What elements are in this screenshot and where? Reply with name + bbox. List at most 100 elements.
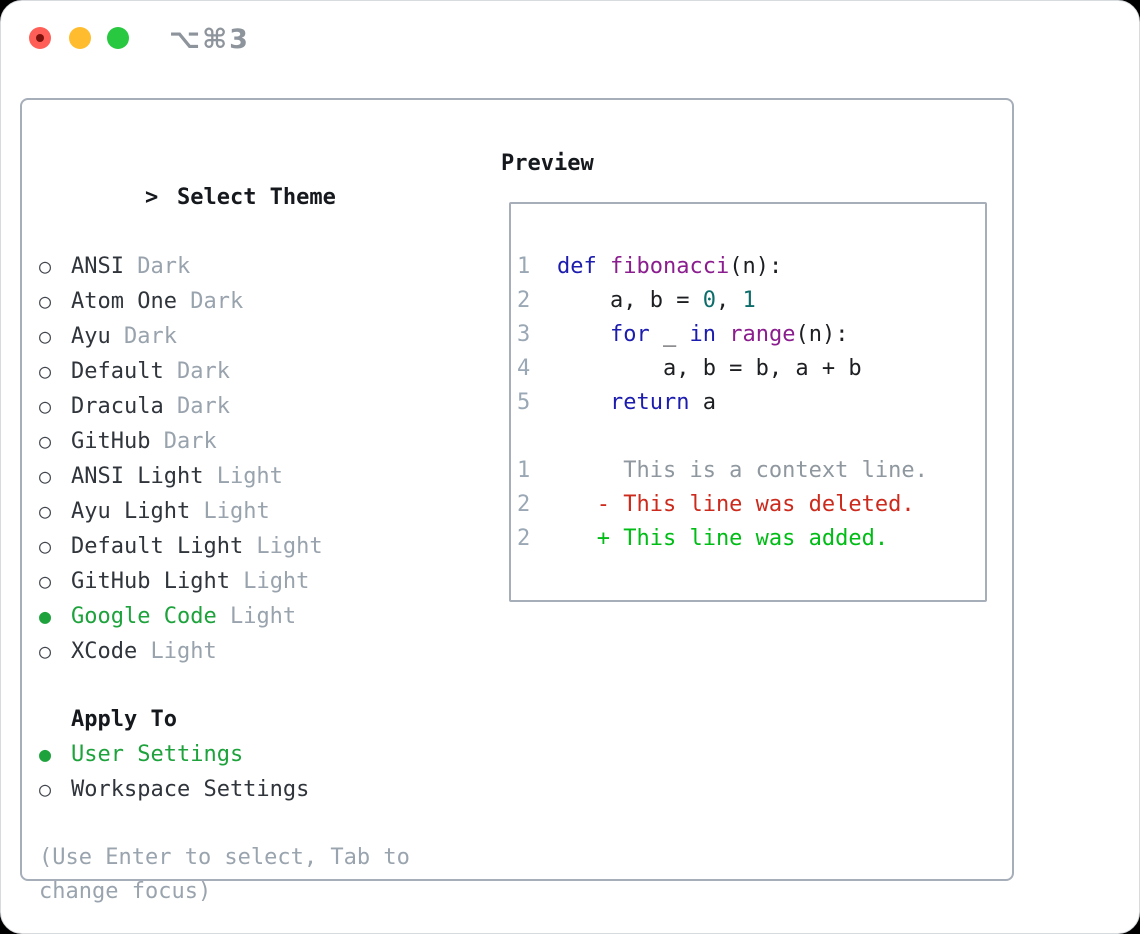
theme-option[interactable]: ○ Atom One Dark [39, 284, 469, 319]
theme-variant: Light [137, 639, 217, 664]
theme-name: GitHub [71, 429, 151, 454]
line-number: 1 [517, 254, 531, 279]
theme-variant: Dark [150, 429, 217, 454]
select-theme-title: >Select Theme [39, 147, 469, 249]
code-line: 1 This is a context line. [517, 454, 985, 488]
code-line-content: a, b = 0, 1 [557, 284, 756, 318]
code-token: fibonacci [610, 254, 730, 279]
radio-icon: ○ [39, 639, 52, 663]
code-line-content: a, b = b, a + b [557, 352, 862, 386]
code-line: 5 return a [517, 386, 985, 420]
line-number: 2 [517, 288, 531, 313]
code-line-content: for _ in range(n): [557, 318, 848, 352]
radio-icon: ○ [39, 777, 52, 801]
theme-name: Dracula [71, 394, 164, 419]
theme-option[interactable]: ○ Ayu Dark [39, 319, 469, 354]
theme-name: Default Light [71, 534, 244, 559]
code-line: 2 + This line was added. [517, 522, 985, 556]
spacer [39, 669, 469, 703]
theme-name: Atom One [71, 289, 177, 314]
code-line-content: - This line was deleted. [557, 488, 915, 522]
zoom-button[interactable] [107, 27, 129, 49]
theme-variant: Light [229, 569, 310, 594]
code-token: 1 [742, 288, 756, 313]
theme-list: ○ANSI Dark○Atom One Dark○Ayu Dark○Defaul… [39, 249, 469, 669]
theme-variant: Dark [123, 254, 191, 279]
minimize-button[interactable] [69, 27, 91, 49]
theme-option[interactable]: ●Google Code Light [39, 599, 469, 634]
radio-icon: ○ [39, 324, 52, 348]
code-token: return [609, 390, 690, 415]
code-token: in [689, 322, 716, 347]
apply-to-option[interactable]: ○ Workspace Settings [39, 772, 469, 807]
radio-icon: ○ [39, 569, 52, 593]
theme-name: ANSI Light [71, 464, 204, 489]
selected-radio-icon: ● [39, 742, 52, 766]
code-line [517, 420, 985, 454]
theme-option[interactable]: ○GitHub Dark [39, 424, 469, 459]
theme-name: Ayu [71, 324, 111, 349]
code-line-content: return a [557, 386, 716, 420]
radio-icon: ○ [39, 499, 52, 523]
code-token: _ [649, 322, 690, 347]
window-shortcut-label: ⌥⌘3 [169, 24, 250, 55]
code-token: a [689, 390, 716, 415]
theme-option[interactable]: ○ANSI Dark [39, 249, 469, 284]
theme-option[interactable]: ○Dracula Dark [39, 389, 469, 424]
apply-to-option-label: Workspace Settings [71, 777, 310, 802]
theme-name: Google Code [71, 604, 217, 629]
close-button[interactable] [29, 27, 51, 49]
theme-variant: Dark [163, 394, 230, 419]
code-token: + This line was added. [557, 526, 889, 551]
line-number: 2 [517, 492, 531, 517]
theme-name: Ayu Light [71, 499, 191, 524]
code-token: (n): [729, 254, 783, 279]
theme-variant: Dark [163, 359, 230, 384]
code-token [557, 390, 610, 415]
radio-icon: ○ [39, 254, 52, 278]
theme-option[interactable]: ○ XCode Light [39, 634, 469, 669]
code-token: def [557, 254, 597, 279]
theme-option[interactable]: ○ Default Light Light [39, 529, 469, 564]
radio-icon: ○ [39, 359, 52, 383]
theme-variant: Dark [110, 324, 177, 349]
code-token: This is a context line. [557, 458, 928, 483]
theme-variant: Light [190, 499, 270, 524]
radio-icon: ○ [39, 289, 52, 313]
line-number: 1 [517, 458, 531, 483]
theme-variant: Light [216, 604, 297, 629]
code-token: - This line was deleted. [557, 492, 915, 517]
code-token [716, 322, 729, 347]
apply-to-option-label: User Settings [71, 742, 244, 767]
theme-list-column: >Select Theme ○ANSI Dark○Atom One Dark○A… [39, 147, 469, 909]
radio-icon: ○ [39, 464, 52, 488]
apply-to-list: ● User Settings ○ Workspace Settings [39, 737, 469, 807]
code-token: range [729, 322, 796, 347]
theme-name: XCode [71, 639, 138, 664]
theme-name: GitHub Light [71, 569, 230, 594]
code-line: 3 for _ in range(n): [517, 318, 985, 352]
theme-option[interactable]: ○ ANSI Light Light [39, 459, 469, 494]
code-token: a, b = [557, 288, 703, 313]
code-token: (n): [795, 322, 849, 347]
spacer [39, 807, 469, 841]
code-line-content: def fibonacci(n): [557, 250, 782, 284]
theme-variant: Dark [176, 289, 244, 314]
apply-to-option[interactable]: ● User Settings [39, 737, 469, 772]
theme-option[interactable]: ○ Ayu Light Light [39, 494, 469, 529]
radio-icon: ○ [39, 534, 52, 558]
theme-variant: Light [243, 534, 323, 559]
preview-title: Preview [501, 151, 594, 176]
line-number: 3 [517, 322, 531, 347]
code-line: 2 a, b = 0, 1 [517, 284, 985, 318]
line-number: 4 [517, 356, 531, 381]
theme-option[interactable]: ○ GitHub Light Light [39, 564, 469, 599]
code-token: for [609, 322, 650, 347]
theme-option[interactable]: ○ Default Dark [39, 354, 469, 389]
theme-name: Default [71, 359, 164, 384]
code-token [597, 254, 610, 279]
theme-variant: Light [203, 464, 283, 489]
line-number: 5 [517, 390, 531, 415]
